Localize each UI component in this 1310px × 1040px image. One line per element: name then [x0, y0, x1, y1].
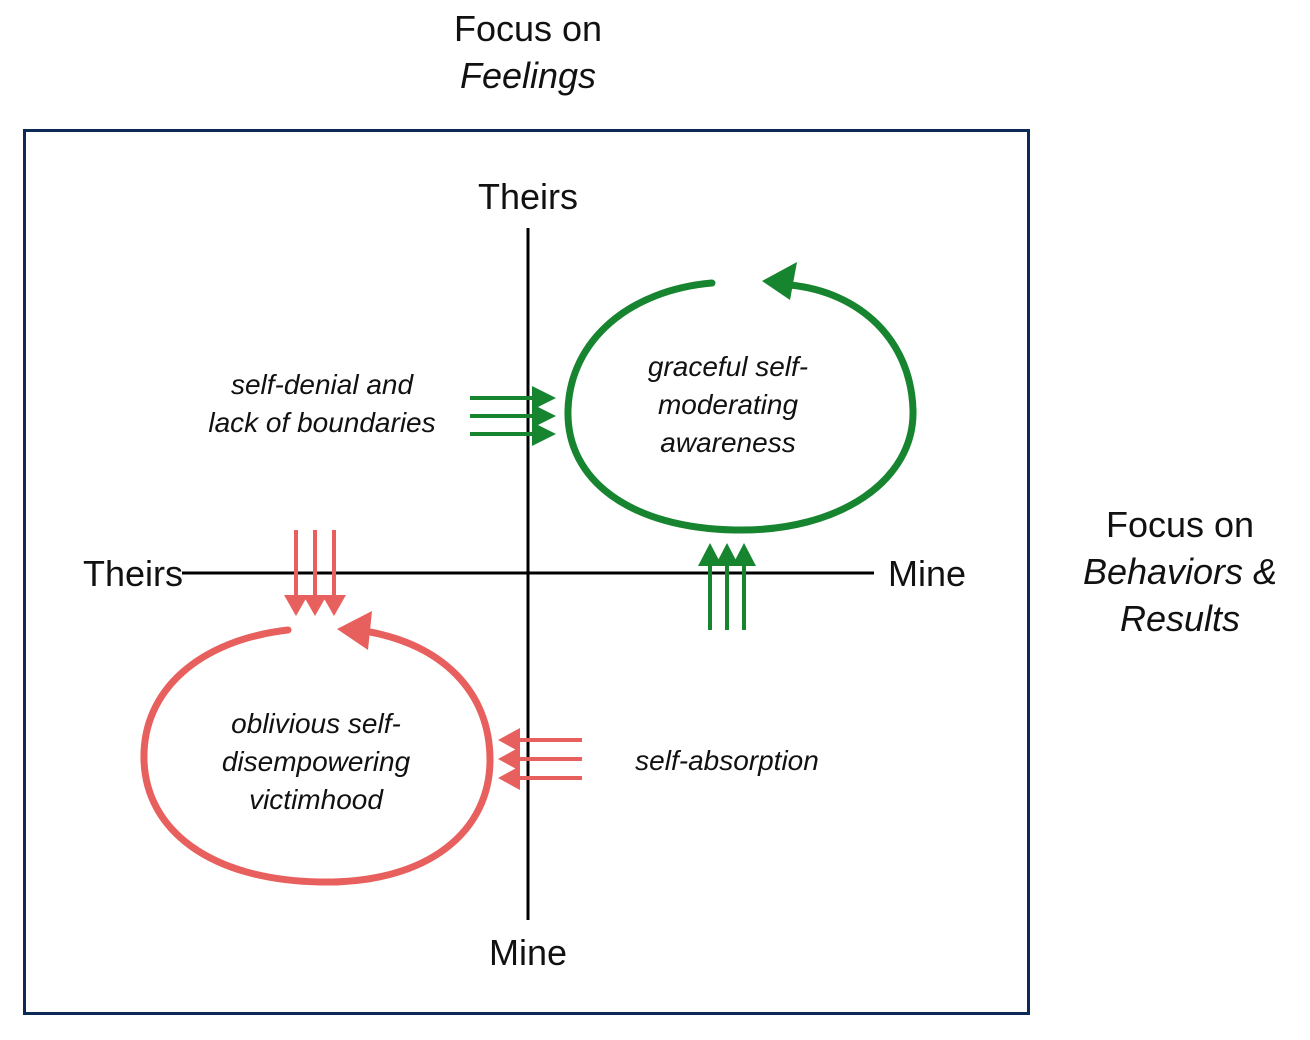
- green-loop-path: [564, 279, 917, 534]
- red-loop-label-line: oblivious self-: [231, 708, 401, 739]
- axis-label-left: Theirs: [82, 553, 183, 594]
- right-title-line2: Behaviors &: [1082, 550, 1278, 592]
- diagram-frame: [23, 129, 1030, 1015]
- right-title-line3: Results: [1119, 597, 1241, 639]
- green-loop-label-line: moderating: [657, 388, 799, 420]
- self-absorption-label-line: self-absorption: [635, 745, 819, 776]
- arrow-down-icon: [303, 595, 327, 616]
- arrow-up-icon: [732, 543, 756, 566]
- arrow-up-icon: [698, 543, 722, 566]
- top-title-line2: Feelings: [459, 54, 597, 96]
- green-bottom-arrows: [698, 543, 756, 630]
- self-absorption-label: self-absorption: [612, 742, 842, 780]
- top-title: Focus on Feelings: [428, 6, 628, 100]
- green-loop-label-line: graceful self-: [647, 351, 809, 382]
- right-title: Focus on Behaviors & Results: [1060, 502, 1300, 642]
- self-denial-label-line: lack of boundaries: [208, 406, 436, 438]
- arrow-left-icon: [498, 766, 520, 790]
- green-loop: [564, 262, 917, 534]
- red-loop-label-line: disempowering: [221, 745, 411, 777]
- arrow-left-icon: [498, 728, 520, 752]
- arrow-up-icon: [715, 543, 739, 566]
- arrow-down-icon: [284, 595, 308, 616]
- green-loop-label: graceful self- moderating awareness: [608, 348, 848, 461]
- green-loop-arrowhead-icon: [762, 262, 797, 300]
- self-denial-label-line: self-denial and: [230, 369, 414, 400]
- green-loop-label-line: awareness: [660, 426, 796, 458]
- red-loop-arrowhead-icon: [337, 611, 372, 650]
- red-loop-label-line: victimhood: [249, 783, 383, 815]
- arrow-left-icon: [498, 747, 520, 771]
- axis-label-right: Mine: [888, 553, 967, 594]
- red-loop-label: oblivious self- disempowering victimhood: [196, 705, 436, 818]
- arrow-down-icon: [322, 595, 346, 616]
- right-title-line1: Focus on: [1105, 504, 1255, 545]
- arrow-right-icon: [532, 404, 556, 428]
- arrow-right-icon: [532, 422, 556, 446]
- red-loop-path: [140, 626, 494, 886]
- arrow-right-icon: [532, 386, 556, 410]
- red-loop: [140, 611, 494, 886]
- self-denial-label: self-denial and lack of boundaries: [182, 366, 462, 442]
- axis-label-top: Theirs: [477, 176, 579, 217]
- green-left-arrows: [470, 386, 556, 446]
- axis-label-bottom: Mine: [488, 932, 568, 973]
- red-top-arrows: [284, 530, 346, 616]
- red-right-arrows: [498, 728, 582, 790]
- top-title-line1: Focus on: [453, 8, 603, 49]
